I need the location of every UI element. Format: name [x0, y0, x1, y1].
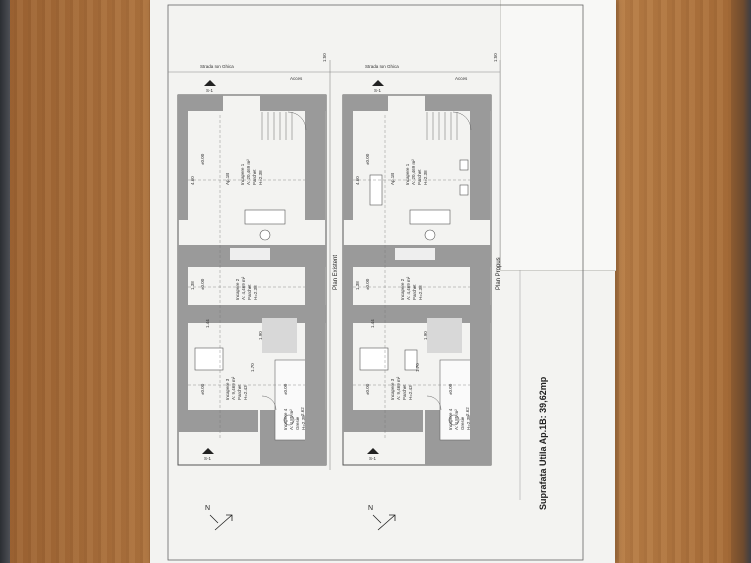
p1-room1-name: Incapere 1 — [240, 163, 245, 185]
p2-dim-2: 1.38 — [355, 281, 360, 290]
section-markers — [202, 80, 384, 454]
street-label-2: Strada Ion Ghica — [365, 64, 399, 69]
p1-level-1: ±0.00 — [200, 153, 205, 165]
p2-room1-area: A: 20,469 m² — [411, 159, 416, 185]
p2-room3-name: Incapere 3 — [390, 378, 395, 400]
section-mark-4: S-1 — [369, 456, 377, 461]
section-mark-2: S-1 — [204, 456, 212, 461]
p1-room4-height: H=2.38 — [301, 415, 306, 430]
p2-level-4: ±0.00 — [448, 383, 453, 395]
p1-level-3: ±0.00 — [200, 383, 205, 395]
p2-room4-area: A: 4,85 m² — [454, 409, 459, 430]
p2-apartment: Ap.1B — [390, 172, 395, 185]
scale-label-bottom: 1:50 — [493, 53, 498, 62]
p1-room4-area: A: 4,85 m² — [289, 409, 294, 430]
p2-room1-name: Incapere 1 — [405, 163, 410, 185]
p2-room1-floor: Parchet — [417, 169, 422, 185]
p1-room3-height: H=2.43 — [243, 385, 248, 400]
p1-room4-name: Incapere 4 — [283, 408, 288, 430]
north-arrow-2 — [372, 514, 396, 531]
p1-room2-area: A: 4,469 m² — [241, 276, 246, 300]
p2-room4-name: Incapere 4 — [448, 408, 453, 430]
p2-dim-4: 1.90 — [423, 331, 428, 340]
p1-room1-area: A: 20,469 m² — [246, 159, 251, 185]
p1-room1-height: H=2.38 — [258, 170, 263, 185]
p2-room2-floor: Parchet — [412, 284, 417, 300]
north-label-1: N — [205, 505, 211, 512]
p2-room2-area: A: 4,469 m² — [406, 276, 411, 300]
p2-level-1: ±0.00 — [365, 153, 370, 165]
access-label-1: Acces — [290, 76, 303, 81]
p1-apartment: Ap.1B — [225, 172, 230, 185]
p2-dim-3: 1.44 — [370, 319, 375, 328]
north-label-2: N — [368, 505, 374, 512]
p2-room2-name: Incapere 2 — [400, 278, 405, 300]
plan-label-existent: Plan Existent — [333, 254, 339, 290]
p1-room3-name: Incapere 3 — [225, 378, 230, 400]
section-mark-1: S-1 — [206, 88, 214, 93]
p2-level-2: ±0.00 — [365, 278, 370, 290]
p1-dim-1: 4.60 — [190, 176, 195, 185]
p1-dim-2: 1.38 — [190, 281, 195, 290]
north-arrow-1 — [209, 514, 233, 531]
section-mark-3: S-1 — [374, 88, 382, 93]
p1-level-4: ±0.00 — [283, 383, 288, 395]
p2-room4-height: H=2.38 — [466, 415, 471, 430]
p2-room1-height: H=2.38 — [423, 170, 428, 185]
dark-edge-left — [0, 0, 10, 563]
p1-dim-3: 1.44 — [205, 319, 210, 328]
p2-level-3: ±0.00 — [365, 383, 370, 395]
p2-dim-6: 1.70 — [415, 363, 420, 372]
p1-room2-name: Incapere 2 — [235, 278, 240, 300]
p2-room2-height: H=2.38 — [418, 285, 423, 300]
dark-edge-right — [731, 0, 751, 563]
p1-room2-floor: Parchet — [247, 284, 252, 300]
access-label-2: Acces — [455, 76, 468, 81]
p1-dim-5: 2.62 — [300, 407, 305, 416]
p2-room3-height: H=2.43 — [408, 385, 413, 400]
p1-level-2: ±0.00 — [200, 278, 205, 290]
p1-room2-height: H=2.38 — [253, 285, 258, 300]
p2-dim-5: 2.62 — [465, 407, 470, 416]
p2-room3-area: A: 9,469 m² — [396, 376, 401, 400]
p1-room3-area: A: 9,469 m² — [231, 376, 236, 400]
p1-room4-floor: Gresie — [295, 416, 300, 430]
p1-dim-4: 1.90 — [258, 331, 263, 340]
document-title: Suprafata Utila Ap.1B: 39,62mp — [538, 376, 548, 510]
p2-dim-1: 4.60 — [355, 176, 360, 185]
p2-room3-floor: Parchet — [402, 384, 407, 400]
p2-room4-floor: Gresie — [460, 416, 465, 430]
p1-room1-floor: Parchet — [252, 169, 257, 185]
p1-dim-6: 1.70 — [250, 363, 255, 372]
street-label-1: Strada Ion Ghica — [200, 64, 234, 69]
drawing-frame — [167, 4, 584, 561]
overlapping-paper — [500, 0, 616, 271]
plan-label-propus: Plan Propus — [496, 257, 502, 290]
scale-label-top: 1:50 — [322, 53, 327, 62]
plan-existent — [177, 94, 327, 466]
plan-propus — [342, 94, 492, 466]
p1-room3-floor: Parchet — [237, 384, 242, 400]
